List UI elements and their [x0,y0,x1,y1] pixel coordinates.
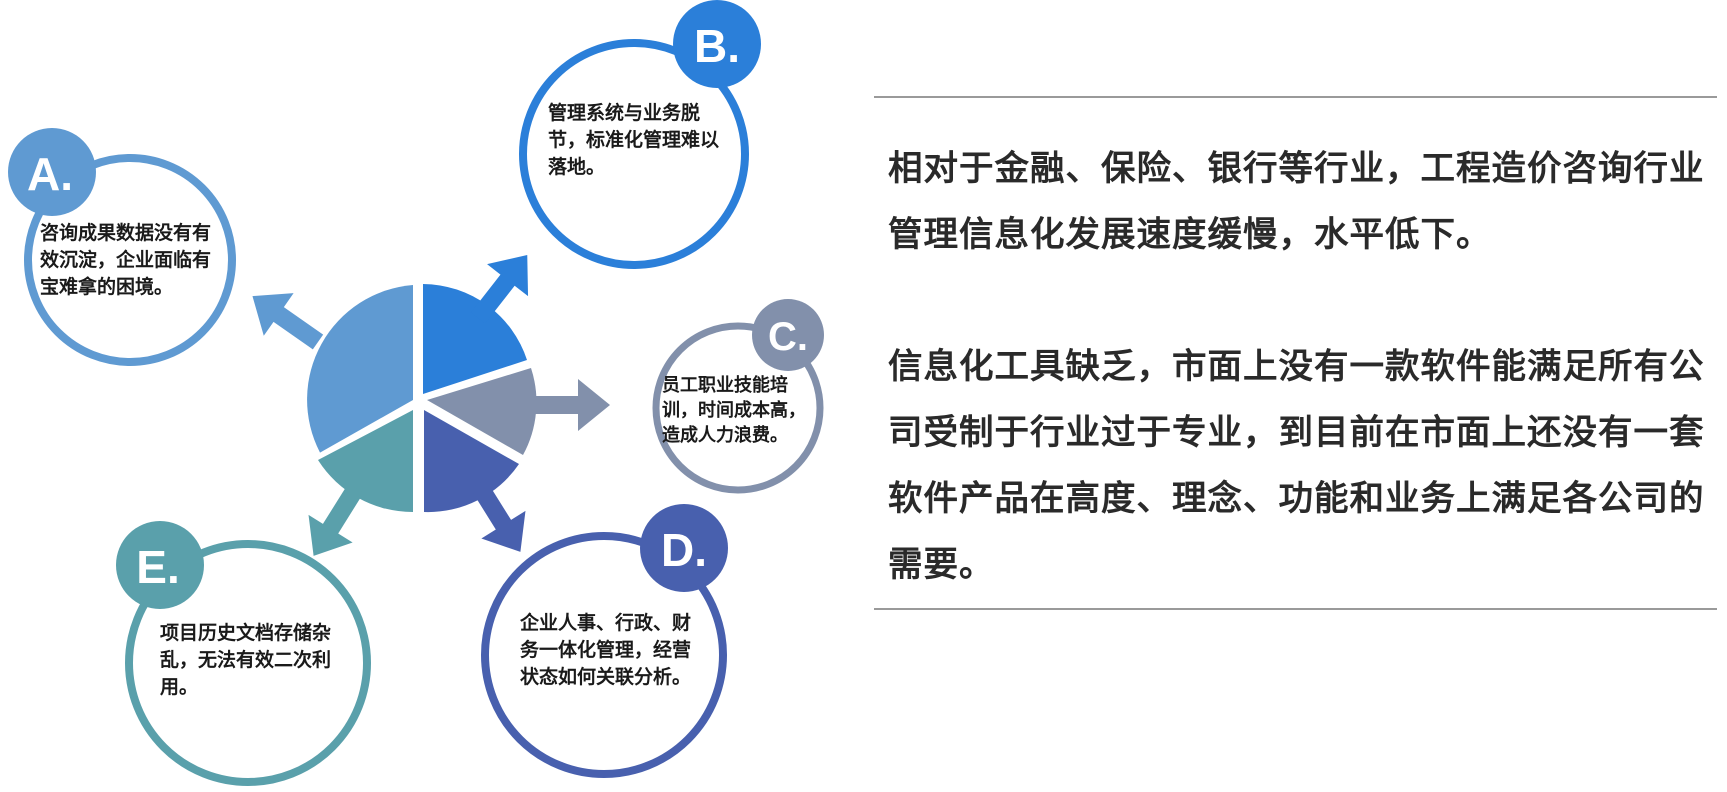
paragraph-tools: 信息化工具缺乏，市面上没有一款软件能满足所有公司受制于行业过于专业，到目前在市面… [888,347,1705,585]
paragraph-industry: 相对于金融、保险、银行等行业，工程造价咨询行业管理信息化发展速度缓慢，水平低下。 [888,149,1705,255]
arrow-d [470,479,526,552]
item-text-a: 咨询成果数据没有有效沉淀，企业面临有宝难拿的困境。 [40,222,212,298]
letter-e: E. [136,541,179,593]
pie-segment-d [424,410,519,513]
divider-top [874,96,1717,98]
arrow-a [252,293,324,350]
letter-b: B. [694,20,740,72]
arrow-c [530,379,610,431]
letter-a: A. [27,148,73,200]
pie-segment-b [423,284,527,394]
right-text-panel: 相对于金融、保险、银行等行业，工程造价咨询行业管理信息化发展速度缓慢，水平低下。… [874,96,1717,611]
pie-segment-e [318,410,413,513]
pie-segment-a [307,285,413,453]
arrows [252,254,610,556]
circle-e: E. [116,521,371,786]
item-text-c: 员工职业技能培训，时间成本高，造成人力浪费。 [662,375,806,446]
circle-d: D. [481,504,728,778]
item-text-e: 项目历史文档存储杂乱，无法有效二次利用。 [160,622,332,698]
arrow-e [308,483,364,556]
letter-c: C. [768,315,808,359]
central-pie [307,284,537,513]
circle-b: B. [519,0,761,269]
item-text-d: 企业人事、行政、财务一体化管理，经营状态如何关联分析。 [520,612,692,688]
item-text-b: 管理系统与业务脱节，标准化管理难以落地。 [548,102,720,178]
divider-bottom [874,608,1717,610]
circle-a: A. [8,128,236,366]
arrow-b [470,254,529,324]
problem-diagram: A. B. C. D. E. [8,0,824,786]
pie-segment-c [427,368,537,455]
letter-d: D. [661,524,707,576]
circle-c: C. [652,299,824,494]
